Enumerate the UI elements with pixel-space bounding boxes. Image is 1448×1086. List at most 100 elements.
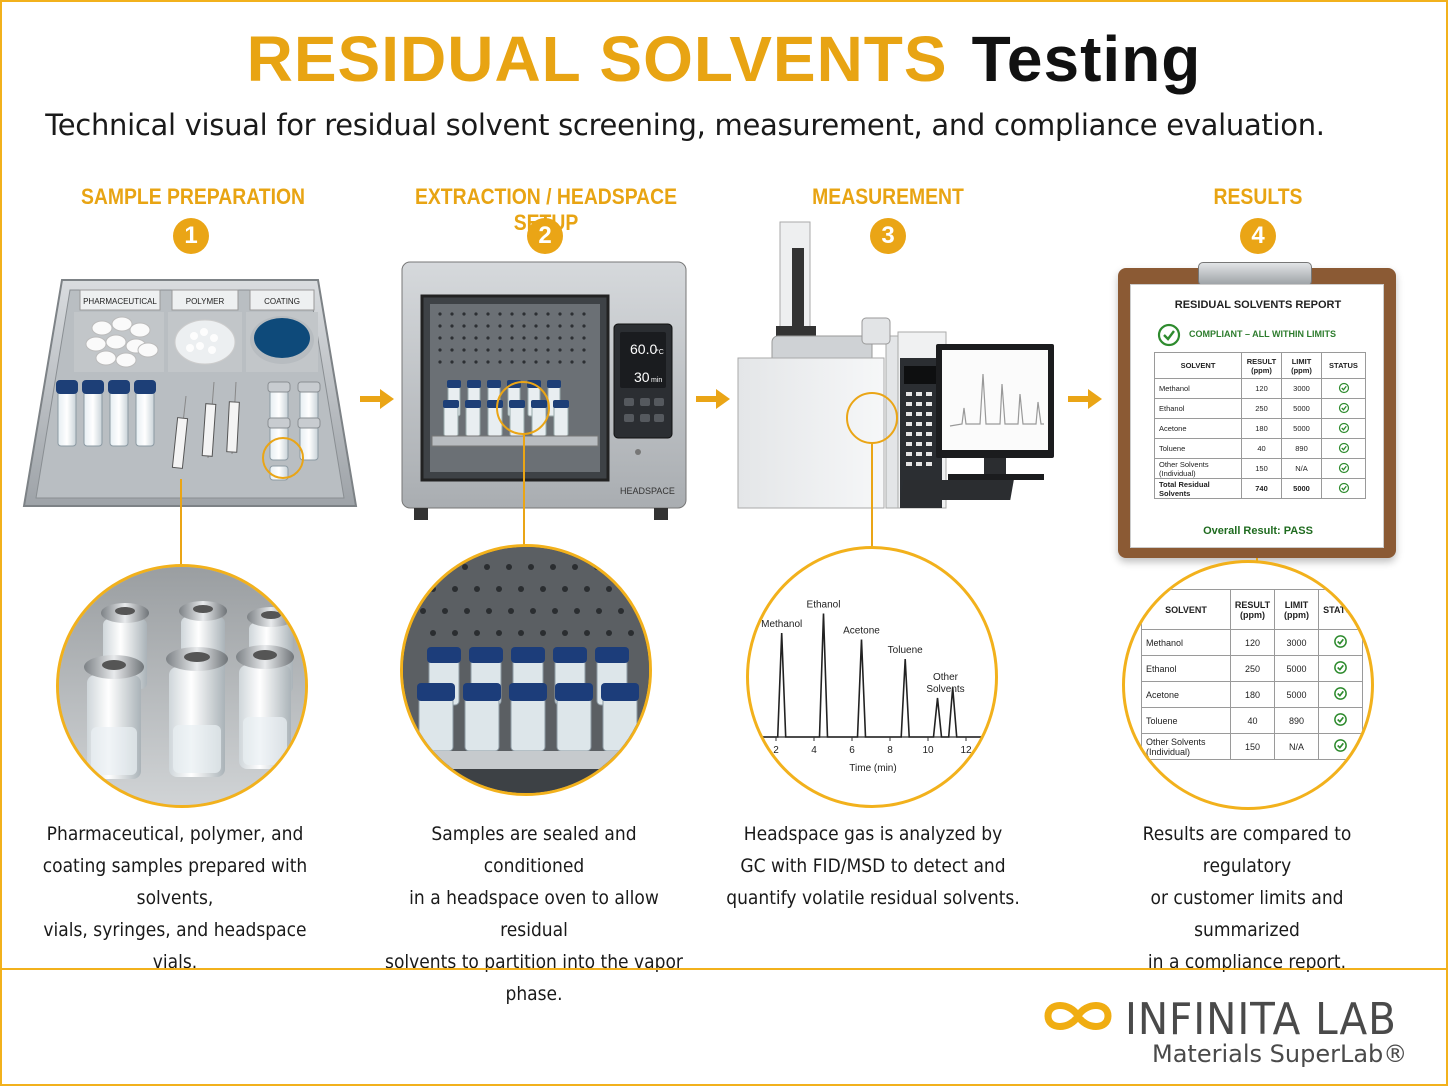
solvent-cell: Methanol [1141, 629, 1231, 656]
arrow-right-icon [360, 389, 394, 409]
zoom-col-status: STATUS [1318, 589, 1363, 630]
x-tick-label: 6 [849, 745, 855, 756]
caption-line: Results are compared to regulatory [1142, 823, 1352, 877]
solvent-cell: Other Solvents (Individual) [1141, 733, 1231, 760]
zoom-leader-2 [523, 435, 525, 545]
step-3-caption: Headspace gas is analyzed by GC with FID… [725, 818, 1022, 914]
zoom-col-result: RESULT (ppm) [1230, 589, 1275, 630]
step-1-title: SAMPLE PREPARATION [80, 184, 306, 209]
status-cell [1321, 418, 1366, 439]
title-accent: RESIDUAL SOLVENTS [246, 23, 948, 95]
zoom-oven-vials-detail [400, 544, 652, 796]
step-3-title: MEASUREMENT [812, 184, 964, 209]
step-4-caption: Results are compared to regulatory or cu… [1099, 818, 1396, 978]
zoom-vials-detail [56, 564, 308, 808]
limit-cell: 5000 [1274, 655, 1319, 682]
overall-value: PASS [1283, 525, 1313, 537]
solvent-cell: Acetone [1154, 418, 1242, 439]
limit-cell: 5000 [1281, 398, 1322, 419]
caption-line: Headspace gas is analyzed by [743, 823, 1003, 845]
arrow-right-icon [696, 389, 730, 409]
x-tick-label: 4 [811, 745, 817, 756]
chromatogram-trace [757, 613, 985, 738]
oven-time-unit: min [651, 377, 662, 384]
check-circle-icon [1157, 323, 1181, 347]
oven-perforation [438, 312, 586, 364]
status-cell [1321, 398, 1366, 419]
result-cell: 180 [1241, 418, 1282, 439]
caption-line: coating samples prepared with solvents, [42, 855, 308, 909]
caption-line: GC with FID/MSD to detect and [740, 855, 1006, 877]
status-cell [1321, 438, 1366, 459]
caption-line: vials, syringes, and headspace vials. [43, 919, 307, 973]
step-2-caption: Samples are sealed and conditioned in a … [381, 818, 687, 1010]
step-3-number: 3 [870, 218, 906, 254]
peak-label: Ethanol [807, 600, 841, 611]
page-subtitle: Technical visual for residual solvent sc… [45, 108, 1325, 142]
x-tick-label: 8 [887, 745, 893, 756]
limit-cell: 5000 [1281, 418, 1322, 439]
brand-tagline: Materials SuperLab® [1152, 1040, 1408, 1068]
tray-label-polymer: POLYMER [186, 297, 225, 306]
check-circle-icon [1334, 739, 1347, 752]
solvent-cell: Total Residual Solvents [1154, 478, 1242, 499]
solvent-cell: Ethanol [1154, 398, 1242, 419]
check-circle-icon [1338, 442, 1349, 453]
caption-line: Pharmaceutical, polymer, and [46, 823, 304, 845]
zoom-leader-3 [871, 444, 873, 548]
oven-label: HEADSPACE [620, 486, 675, 496]
result-cell: 120 [1230, 629, 1275, 656]
oven-temp-unit: °C [656, 348, 664, 356]
peak-label: Methanol [761, 619, 802, 630]
limit-cell: 890 [1274, 707, 1319, 734]
solvent-cell: Acetone [1141, 681, 1231, 708]
check-circle-icon [1338, 402, 1349, 413]
step-1-number: 1 [173, 218, 209, 254]
oven-time-value: 30 [634, 369, 650, 385]
peak-label: Solvents [926, 684, 964, 695]
report-overall: Overall Result: PASS [1131, 525, 1385, 537]
peak-label: Acetone [843, 626, 880, 637]
result-cell: 180 [1230, 681, 1275, 708]
zoom-ring-2 [496, 381, 550, 435]
tray-label-coating: COATING [264, 297, 300, 306]
result-cell: 250 [1230, 655, 1275, 682]
report-col-result: RESULT (ppm) [1241, 352, 1282, 379]
status-cell [1318, 681, 1363, 708]
peak-label: Toluene [888, 645, 923, 656]
check-circle-icon [1338, 382, 1349, 393]
status-cell [1321, 478, 1366, 499]
report-col-solvent: SOLVENT [1154, 352, 1242, 379]
caption-line: or customer limits and summarized [1150, 887, 1344, 941]
solvent-cell: Toluene [1154, 438, 1242, 459]
infinity-logo-icon [1044, 1002, 1112, 1030]
result-cell: 40 [1230, 707, 1275, 734]
limit-cell: 890 [1281, 438, 1322, 459]
limit-cell: N/A [1281, 458, 1322, 479]
peak-label: Other [933, 672, 959, 683]
solvent-cell: Ethanol [1141, 655, 1231, 682]
zoom-ring-1 [262, 437, 304, 479]
check-circle-icon [1338, 482, 1349, 493]
limit-cell: N/A [1274, 733, 1319, 760]
chromatogram-peak-labels: Methanol EthanolAcetoneTolueneOtherSolven… [761, 600, 965, 696]
caption-line: Samples are sealed and conditioned [431, 823, 637, 877]
x-tick-label: 2 [773, 745, 779, 756]
overall-label: Overall Result: [1203, 525, 1281, 537]
sample-tray-illustration: PHARMACEUTICAL POLYMER COATING [22, 279, 358, 507]
zoom-col-limit: LIMIT (ppm) [1274, 589, 1319, 630]
report-col-limit: LIMIT (ppm) [1281, 352, 1322, 379]
caption-line: in a compliance report. [1147, 951, 1347, 973]
report-compliance-status: COMPLIANT – ALL WITHIN LIMITS [1189, 329, 1336, 339]
